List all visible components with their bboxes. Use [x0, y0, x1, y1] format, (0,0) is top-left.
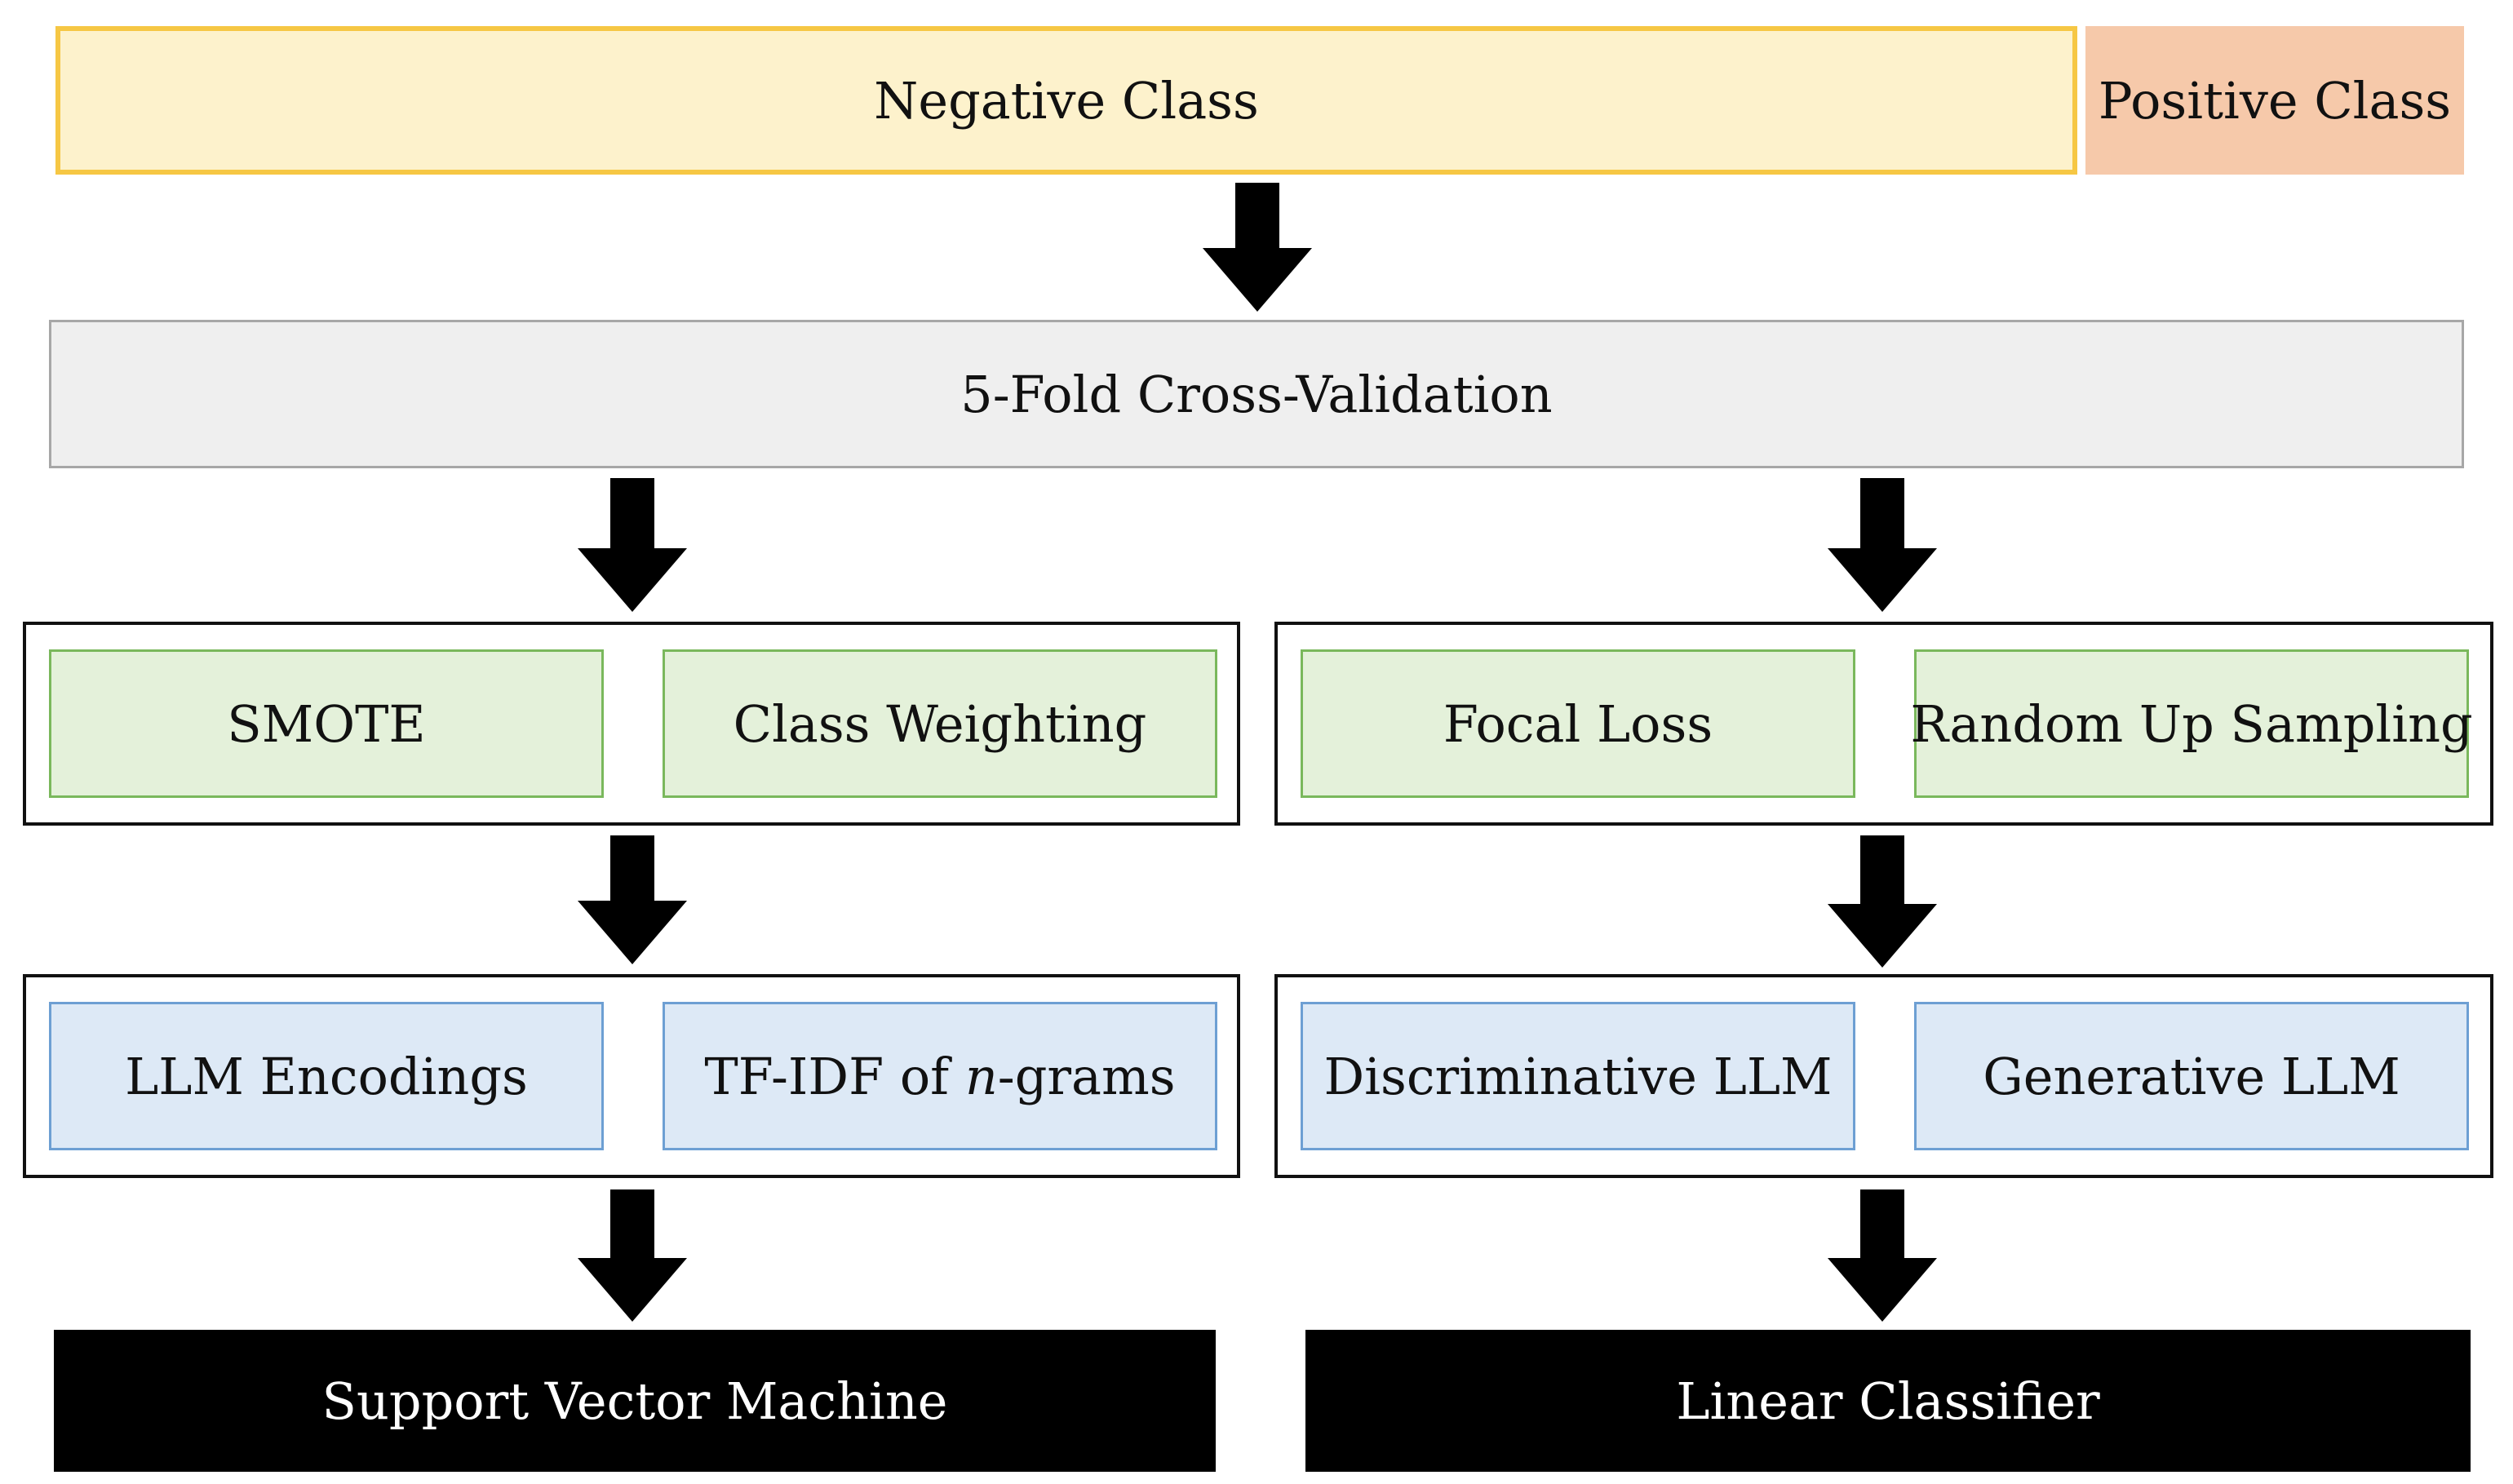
- llm-encodings-box: LLM Encodings: [49, 1002, 604, 1150]
- generative-llm-box: Generative LLM: [1914, 1002, 2469, 1150]
- random-up-sampling-label: Random Up Sampling: [1910, 693, 2473, 754]
- support-vector-machine-label: Support Vector Machine: [321, 1371, 948, 1431]
- negative-class-box: Negative Class: [55, 26, 2077, 175]
- positive-class-label: Positive Class: [2098, 70, 2452, 131]
- arrow-down-icon: [578, 835, 687, 964]
- discriminative-llm-label: Discriminative LLM: [1323, 1046, 1833, 1106]
- focal-loss-box: Focal Loss: [1301, 649, 1855, 798]
- linear-classifier-box: Linear Classifier: [1305, 1330, 2471, 1472]
- random-up-sampling-box: Random Up Sampling: [1910, 649, 2473, 798]
- tfidf-label-suffix: -grams: [997, 1046, 1176, 1106]
- linear-classifier-label: Linear Classifier: [1676, 1371, 2100, 1431]
- smote-box: SMOTE: [49, 649, 604, 798]
- positive-class-box: Positive Class: [2085, 26, 2464, 175]
- arrow-down-icon: [1203, 183, 1312, 312]
- support-vector-machine-box: Support Vector Machine: [54, 1330, 1216, 1472]
- arrow-down-icon: [578, 1189, 687, 1322]
- arrow-down-icon: [1828, 478, 1937, 612]
- cross-validation-box: 5-Fold Cross-Validation: [49, 320, 2464, 468]
- arrow-down-icon: [578, 478, 687, 612]
- smote-label: SMOTE: [227, 693, 426, 754]
- tfidf-label-n: n: [964, 1046, 998, 1106]
- arrow-down-icon: [1828, 1189, 1937, 1322]
- tfidf-ngrams-box: TF-IDF of n-grams: [663, 1002, 1217, 1150]
- class-weighting-box: Class Weighting: [663, 649, 1217, 798]
- discriminative-llm-box: Discriminative LLM: [1301, 1002, 1855, 1150]
- focal-loss-label: Focal Loss: [1443, 693, 1713, 754]
- tfidf-ngrams-label: TF-IDF of n-grams: [704, 1047, 1175, 1106]
- tfidf-label-prefix: TF-IDF of: [704, 1046, 965, 1106]
- generative-llm-label: Generative LLM: [1983, 1046, 2400, 1106]
- negative-class-label: Negative Class: [874, 70, 1259, 131]
- arrow-down-icon: [1828, 835, 1937, 968]
- class-weighting-label: Class Weighting: [733, 693, 1147, 754]
- cross-validation-label: 5-Fold Cross-Validation: [960, 364, 1553, 424]
- llm-encodings-label: LLM Encodings: [125, 1046, 528, 1106]
